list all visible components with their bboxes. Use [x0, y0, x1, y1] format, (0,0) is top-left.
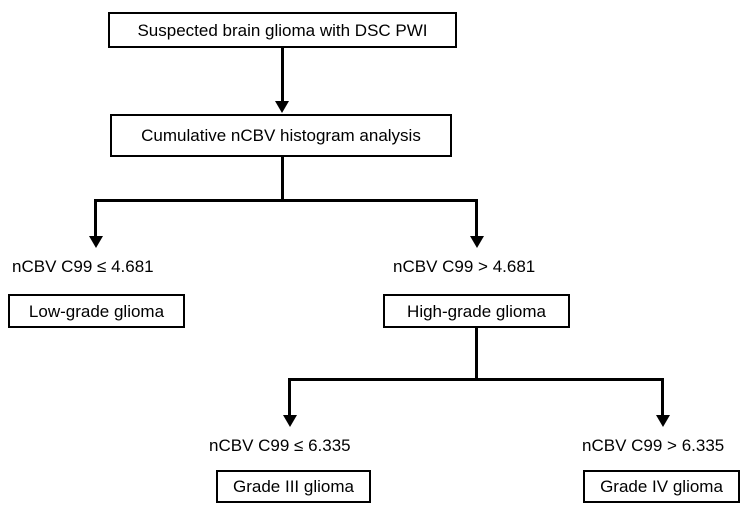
connector-analysis-stem: [281, 157, 284, 202]
node-label: Low-grade glioma: [28, 301, 165, 321]
node-grade-iv-glioma: Grade IV glioma: [583, 470, 740, 503]
node-suspected-glioma: Suspected brain glioma with DSC PWI: [108, 12, 457, 48]
connector-highgrade-stem: [475, 328, 478, 380]
node-cumulative-histogram: Cumulative nCBV histogram analysis: [110, 114, 452, 157]
node-low-grade-glioma: Low-grade glioma: [8, 294, 185, 328]
edge-label-ncbv-le-6335: nCBV C99 ≤ 6.335: [209, 436, 351, 455]
connector-split2-right-drop: [661, 378, 664, 416]
connector-root-to-analysis: [281, 48, 284, 102]
connector-split1-bar: [94, 199, 478, 202]
arrowhead-split1-right: [470, 236, 484, 248]
node-label: Cumulative nCBV histogram analysis: [141, 126, 421, 145]
arrowhead-root-to-analysis: [275, 101, 289, 113]
node-label: Suspected brain glioma with DSC PWI: [137, 20, 428, 40]
connector-split1-left-drop: [94, 199, 97, 237]
node-high-grade-glioma: High-grade glioma: [383, 294, 570, 328]
node-label: High-grade glioma: [407, 301, 546, 321]
connector-split2-left-drop: [288, 378, 291, 416]
connector-split2-bar: [288, 378, 664, 381]
arrowhead-split1-left: [89, 236, 103, 248]
arrowhead-split2-left: [283, 415, 297, 427]
node-label: Grade IV glioma: [600, 477, 723, 496]
edge-label-ncbv-gt-4681: nCBV C99 > 4.681: [393, 257, 536, 276]
arrowhead-split2-right: [656, 415, 670, 427]
edge-label-ncbv-gt-6335: nCBV C99 > 6.335: [582, 436, 725, 455]
node-grade-iii-glioma: Grade III glioma: [216, 470, 371, 503]
edge-label-ncbv-le-4681: nCBV C99 ≤ 4.681: [12, 257, 154, 276]
connector-split1-right-drop: [475, 199, 478, 237]
node-label: Grade III glioma: [233, 477, 354, 496]
